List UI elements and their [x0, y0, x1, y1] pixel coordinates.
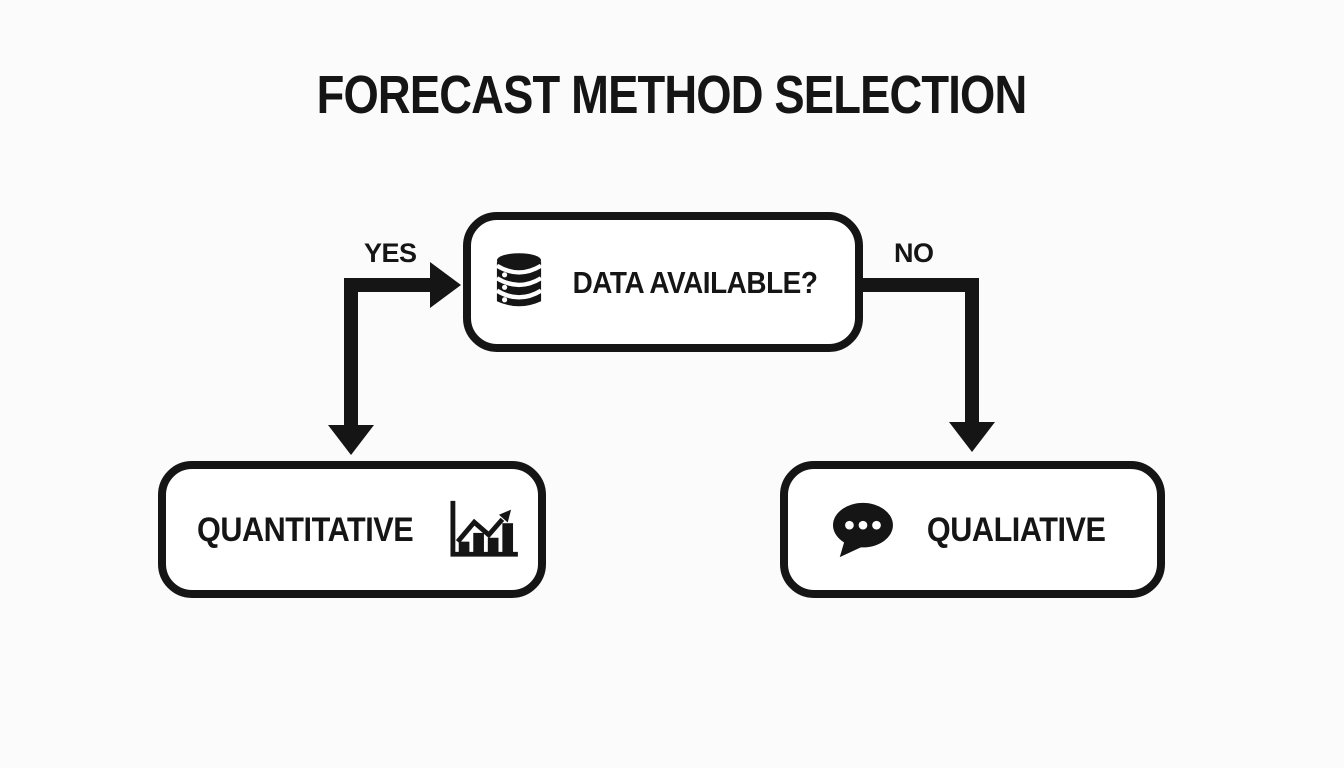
quantitative-box-label: QUANTITATIVE — [196, 510, 414, 549]
no-connector-line — [863, 278, 979, 424]
qualitative-box-label: QUALIATIVE — [927, 510, 1106, 549]
page-title: FORECAST METHOD SELECTION — [0, 68, 1344, 122]
yes-connector-line — [344, 278, 438, 428]
decision-box-label: DATA AVAILABLE? — [572, 264, 818, 300]
speech-bubble-icon — [829, 501, 895, 559]
yes-branch-label: YES — [364, 238, 417, 268]
bar-chart-icon — [445, 498, 519, 562]
no-arrowhead-down-icon — [949, 422, 995, 452]
outcome-box-quantitative: QUANTITATIVE — [158, 461, 546, 598]
yes-arrowhead-down-icon — [328, 425, 374, 455]
page-title-text: FORECAST METHOD SELECTION — [317, 65, 1028, 125]
yes-arrowhead-right-icon — [430, 262, 461, 308]
database-icon — [495, 252, 543, 312]
no-branch-label: NO — [894, 238, 934, 268]
outcome-box-qualitative: QUALIATIVE — [780, 461, 1165, 598]
decision-box-data-available: DATA AVAILABLE? — [463, 212, 863, 352]
